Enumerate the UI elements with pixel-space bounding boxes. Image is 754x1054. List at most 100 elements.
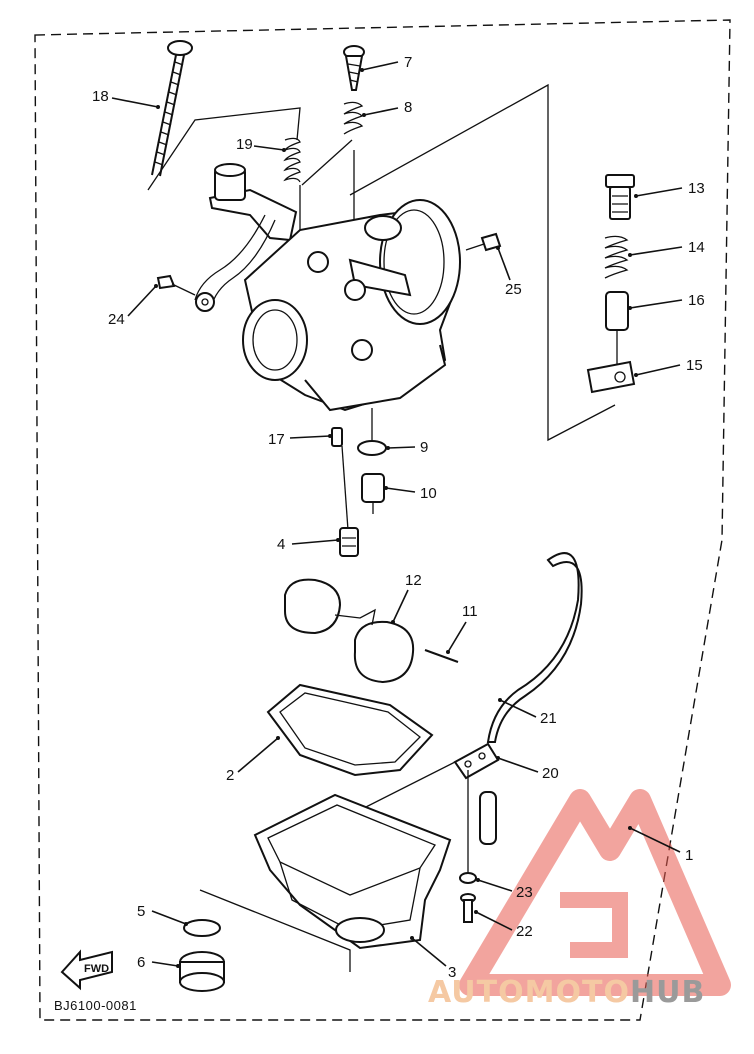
callout-arrowhead-3	[410, 936, 414, 940]
callout-label-23: 23	[516, 884, 533, 901]
part-15-plate	[586, 360, 636, 394]
part-2-gasket	[266, 683, 434, 777]
callout-leader-13	[635, 187, 683, 197]
callout-leader-17	[289, 435, 331, 439]
callout-leader-22	[475, 911, 513, 931]
part-19-spring	[283, 137, 301, 183]
callout-label-21: 21	[540, 710, 557, 727]
callout-label-17: 17	[268, 431, 285, 448]
callout-arrowhead-16	[628, 306, 632, 310]
watermark-text-hub: HUB	[630, 975, 705, 1010]
part-10-valve-seat	[361, 473, 385, 514]
callout-leader-12	[392, 589, 409, 623]
callout-leader-1	[629, 827, 681, 853]
callout-label-19: 19	[236, 136, 253, 153]
callout-label-5: 5	[137, 903, 145, 920]
part-20-plate	[453, 742, 500, 845]
callout-arrowhead-1	[628, 826, 632, 830]
callout-label-7: 7	[404, 54, 412, 71]
callout-leader-3	[411, 937, 447, 967]
callout-arrowhead-25	[496, 246, 500, 250]
callout-label-15: 15	[686, 357, 703, 374]
part-4-main-jet	[339, 527, 359, 557]
watermark-text-automoto: AUTOMOTO	[428, 975, 630, 1010]
callout-arrowhead-11	[446, 650, 450, 654]
assembly-boundary	[34, 19, 731, 1021]
part-25-screw	[465, 232, 502, 252]
part-17-pin	[331, 427, 343, 447]
part-21-drain-hose	[486, 552, 583, 743]
callout-arrowhead-12	[391, 620, 395, 624]
callout-arrowhead-21	[498, 698, 502, 702]
part-3-float-chamber	[253, 793, 452, 950]
callout-arrowhead-20	[496, 756, 500, 760]
callout-label-4: 4	[277, 536, 285, 553]
callout-arrowhead-6	[176, 964, 180, 968]
callout-leader-23	[477, 879, 513, 892]
callout-arrowhead-24	[154, 284, 158, 288]
callout-label-16: 16	[688, 292, 705, 309]
callout-arrowhead-18	[156, 105, 160, 109]
callout-label-25: 25	[505, 281, 522, 298]
callout-arrowhead-8	[362, 113, 366, 117]
callout-leader-25	[497, 247, 511, 281]
callout-leader-6	[151, 961, 179, 967]
callout-label-10: 10	[420, 485, 437, 502]
callout-arrowhead-17	[328, 434, 332, 438]
callout-leader-14	[629, 246, 683, 256]
callout-arrowhead-22	[474, 910, 478, 914]
part-7-pilot-screw	[343, 45, 365, 91]
part-13-fitting	[605, 174, 635, 220]
part-8-spring	[343, 101, 364, 135]
callout-label-3: 3	[448, 964, 456, 981]
callout-arrowhead-9	[386, 446, 390, 450]
callout-arrowhead-7	[360, 68, 364, 72]
callout-label-11: 11	[462, 603, 478, 620]
callout-leader-20	[497, 757, 539, 773]
part-22-screw	[460, 893, 476, 923]
part-24-screw	[156, 274, 196, 296]
callout-leader-7	[361, 61, 399, 71]
callout-arrowhead-14	[628, 253, 632, 257]
callout-arrowhead-23	[476, 878, 480, 882]
callout-label-22: 22	[516, 923, 533, 940]
callout-label-13: 13	[688, 180, 705, 197]
part-9-o-ring	[357, 440, 387, 456]
callout-leader-8	[363, 107, 399, 116]
callout-leader-24	[127, 285, 157, 317]
callout-label-18: 18	[92, 88, 109, 105]
callout-leader-2	[237, 737, 279, 773]
callout-leader-5	[151, 910, 187, 925]
callout-arrowhead-2	[276, 736, 280, 740]
part-6-drain-plug	[179, 951, 225, 992]
part-5-o-ring	[183, 919, 221, 937]
callout-leader-9	[387, 446, 416, 449]
callout-label-1: 1	[685, 847, 693, 864]
callout-leader-15	[635, 364, 681, 376]
callout-label-6: 6	[137, 954, 145, 971]
callout-arrowhead-15	[634, 373, 638, 377]
part-23-washer	[459, 872, 477, 884]
callout-leader-18	[111, 97, 159, 108]
part-14-spring	[604, 235, 629, 279]
callout-label-14: 14	[688, 239, 705, 256]
callout-leader-19	[253, 145, 285, 151]
callout-leader-4	[291, 539, 339, 545]
callout-arrowhead-13	[634, 194, 638, 198]
callout-arrowhead-4	[336, 538, 340, 542]
callout-leader-11	[447, 621, 467, 653]
callout-label-9: 9	[420, 439, 428, 456]
callout-arrowhead-10	[384, 486, 388, 490]
callout-arrowhead-5	[184, 922, 188, 926]
callout-label-20: 20	[542, 765, 559, 782]
part-16-plunger	[605, 291, 629, 365]
callout-label-8: 8	[404, 99, 412, 116]
fwd-label: FWD	[84, 963, 109, 975]
part-12-float	[284, 578, 415, 684]
fwd-arrow-icon: FWD	[60, 949, 113, 991]
part-11-float-pin	[424, 649, 459, 663]
watermark-logo	[459, 789, 731, 996]
drawing-code: BJ6100-0081	[54, 998, 137, 1013]
callout-leader-10	[385, 487, 416, 493]
